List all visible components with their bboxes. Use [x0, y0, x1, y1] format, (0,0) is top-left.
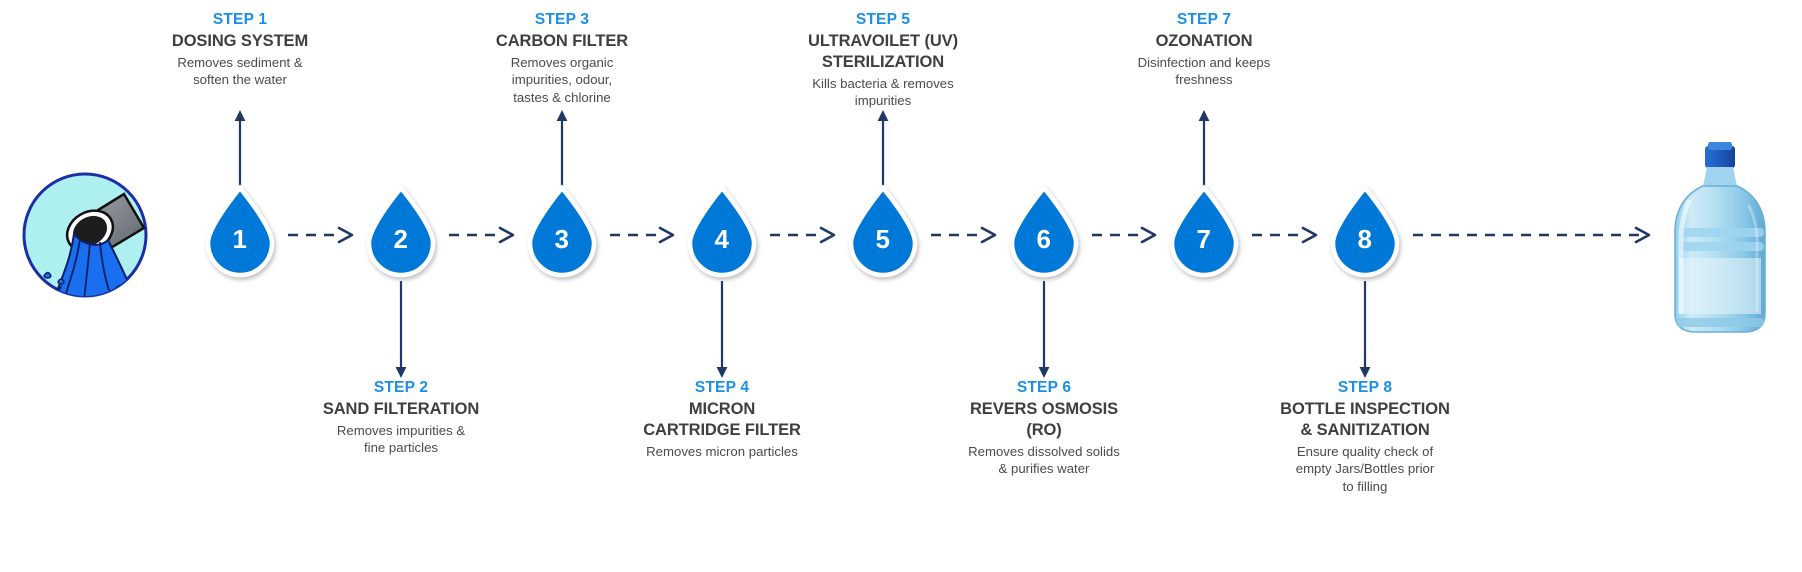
stem-arrow-step-1	[231, 110, 249, 193]
step-description-line: Removes dissolved solids	[968, 444, 1120, 460]
stem-arrow-step-7	[1195, 110, 1213, 193]
step-title-5: ULTRAVOILET (UV) STERILIZATION	[758, 31, 1008, 73]
step-node-4[interactable]: 4	[680, 184, 764, 278]
step-title-1: DOSING SYSTEM	[115, 31, 365, 52]
step-node-5[interactable]: 5	[841, 184, 925, 278]
step-label-4: STEP 4 MICRON CARTRIDGE FILTER Removes micr…	[597, 378, 847, 460]
step-title-line: SAND FILTERATION	[322, 399, 480, 418]
flow-arrow-1	[288, 223, 354, 247]
flow-arrow-2	[449, 223, 515, 247]
step-description-line: Disinfection and keeps	[1137, 54, 1271, 70]
step-title-3: CARBON FILTER	[437, 31, 687, 52]
step-heading-7: STEP 7	[1176, 11, 1232, 28]
step-description-2: Removes impurities & fine particles	[276, 422, 526, 457]
flow-arrow-5	[931, 223, 997, 247]
step-description-line: Removes sediment &	[177, 54, 303, 70]
step-heading-2: STEP 2	[373, 379, 429, 396]
step-description-4: Removes micron particles	[597, 443, 847, 460]
step-title-line: MICRON	[688, 399, 756, 418]
step-title-line: (RO)	[1026, 420, 1062, 439]
step-description-line: impurities, odour,	[511, 72, 613, 88]
step-description-line: & purifies water	[998, 461, 1090, 477]
step-description-line: Removes impurities &	[336, 422, 466, 438]
step-label-7: STEP 7 OZONATION Disinfection and keeps fre…	[1079, 10, 1329, 89]
step-title-2: SAND FILTERATION	[276, 399, 526, 420]
step-title-7: OZONATION	[1079, 31, 1329, 52]
step-description-line: Ensure quality check of	[1296, 444, 1434, 460]
step-label-5: STEP 5 ULTRAVOILET (UV) STERILIZATION Kills…	[758, 10, 1008, 110]
step-title-line: CARBON FILTER	[495, 31, 629, 50]
step-title-line: DOSING SYSTEM	[171, 31, 309, 50]
step-description-line: Kills bacteria & removes	[812, 76, 954, 92]
water-bottle-jar-icon	[1645, 136, 1795, 336]
step-description-line: soften the water	[193, 72, 287, 88]
step-title-line: CARTRIDGE FILTER	[643, 420, 801, 439]
step-node-1[interactable]: 1	[198, 184, 282, 278]
flow-arrow-7	[1252, 223, 1318, 247]
step-heading-6: STEP 6	[1016, 379, 1072, 396]
water-source-pipe-icon	[20, 170, 150, 300]
step-heading-3: STEP 3	[534, 11, 590, 28]
step-node-7[interactable]: 7	[1162, 184, 1246, 278]
step-node-6[interactable]: 6	[1002, 184, 1086, 278]
step-description-3: Removes organic impurities, odour,tastes …	[437, 54, 687, 106]
step-description-7: Disinfection and keeps freshness	[1079, 54, 1329, 89]
flow-arrow-8	[1413, 223, 1651, 247]
step-label-2: STEP 2 SAND FILTERATION Removes impurities…	[276, 378, 526, 457]
step-description-line: Removes organic	[510, 54, 614, 70]
step-heading-4: STEP 4	[694, 379, 750, 396]
step-node-2[interactable]: 2	[359, 184, 443, 278]
stem-arrow-step-6	[1035, 281, 1053, 378]
stem-arrow-step-2	[392, 281, 410, 378]
step-description-line: impurities	[854, 93, 912, 109]
step-title-line: STERILIZATION	[821, 52, 945, 71]
step-title-line: OZONATION	[1155, 31, 1253, 50]
step-heading-8: STEP 8	[1337, 379, 1393, 396]
step-label-8: STEP 8 BOTTLE INSPECTION & SANITIZATION Ens…	[1240, 378, 1490, 495]
stem-arrow-step-3	[553, 110, 571, 193]
flow-arrow-6	[1092, 223, 1157, 247]
step-title-8: BOTTLE INSPECTION & SANITIZATION	[1240, 399, 1490, 441]
flow-arrow-3	[610, 223, 675, 247]
step-description-line: empty Jars/Bottles prior	[1295, 461, 1435, 477]
step-description-line: tastes & chlorine	[513, 89, 611, 105]
step-title-line: BOTTLE INSPECTION	[1280, 399, 1450, 418]
step-title-line: & SANITIZATION	[1300, 420, 1430, 439]
stem-arrow-step-5	[874, 110, 892, 193]
stem-arrow-step-4	[713, 281, 731, 378]
step-title-line: ULTRAVOILET (UV)	[808, 31, 958, 50]
step-description-line: to filling	[1342, 478, 1388, 494]
step-heading-5: STEP 5	[855, 11, 911, 28]
step-title-6: REVERS OSMOSIS (RO)	[919, 399, 1169, 441]
step-title-4: MICRON CARTRIDGE FILTER	[597, 399, 847, 441]
step-description-line: freshness	[1175, 72, 1233, 88]
flow-arrow-4	[770, 223, 836, 247]
step-label-6: STEP 6 REVERS OSMOSIS (RO) Removes dissolve…	[919, 378, 1169, 478]
step-heading-1: STEP 1	[212, 11, 268, 28]
step-description-1: Removes sediment & soften the water	[115, 54, 365, 89]
step-title-line: REVERS OSMOSIS	[969, 399, 1119, 418]
step-label-1: STEP 1 DOSING SYSTEM Removes sediment & sof…	[115, 10, 365, 89]
step-description-line: Removes micron particles	[646, 444, 798, 460]
step-node-8[interactable]: 8	[1323, 184, 1407, 278]
step-node-3[interactable]: 3	[520, 184, 604, 278]
stem-arrow-step-8	[1356, 281, 1374, 378]
step-label-3: STEP 3 CARBON FILTER Removes organic impuri…	[437, 10, 687, 106]
step-description-6: Removes dissolved solids& purifies water	[919, 443, 1169, 478]
step-description-line: fine particles	[363, 440, 439, 456]
